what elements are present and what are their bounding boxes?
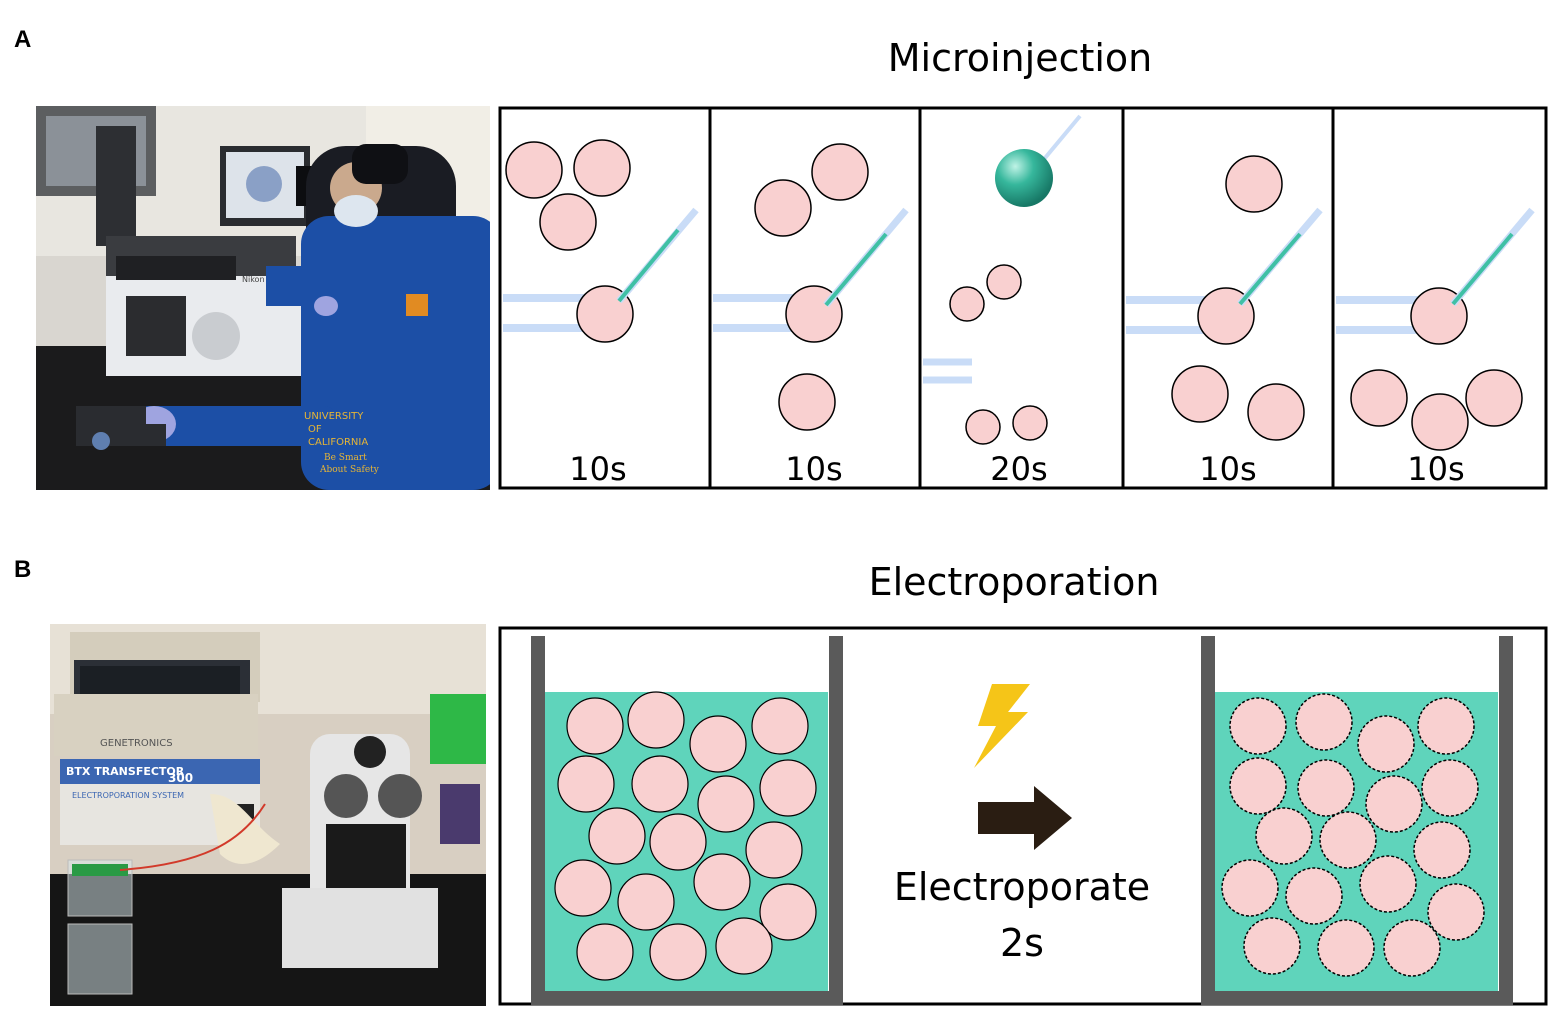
cuvette-after: [1201, 636, 1513, 1005]
cell: [759, 759, 817, 817]
cell: [554, 859, 612, 917]
electroporation-diagram: Electroporate 2s: [498, 626, 1548, 1006]
right-arrow-icon: [978, 786, 1072, 850]
needle-tip: [1238, 232, 1302, 306]
permeabilized-cell: [1365, 775, 1423, 833]
electroporation-photo: GENETRONICS BTX TRANSFECTOR 300 ELECTROP…: [50, 624, 486, 1006]
needle-tip: [617, 228, 680, 303]
needle-tip: [1451, 232, 1514, 306]
permeabilized-cell: [1357, 715, 1415, 773]
permeabilized-cell: [1285, 867, 1343, 925]
frame-time-label: 20s: [990, 450, 1047, 488]
cell: [649, 923, 707, 981]
panel-b-letter: B: [14, 556, 32, 583]
permeabilized-cell: [1383, 919, 1441, 977]
permeabilized-cell: [1413, 821, 1471, 879]
cell: [715, 917, 773, 975]
cell: [778, 373, 836, 431]
permeabilized-cell: [1317, 919, 1375, 977]
cell: [949, 286, 985, 322]
cell: [631, 755, 689, 813]
frame-time-label: 10s: [1199, 450, 1256, 488]
injected-bead: [995, 149, 1053, 207]
coat-text-line: CALIFORNIA: [308, 437, 368, 448]
cell: [745, 821, 803, 879]
panel-b-title: Electroporation: [868, 560, 1160, 604]
microinjection-photo: UNIVERSITY OF CALIFORNIA Be Smart About …: [36, 106, 490, 490]
cell: [693, 853, 751, 911]
cell: [627, 691, 685, 749]
cell: [689, 715, 747, 773]
cell: [697, 775, 755, 833]
needle-tip: [824, 232, 888, 307]
permeabilized-cell: [1243, 917, 1301, 975]
device-label: 300: [168, 771, 193, 785]
permeabilized-cell: [1221, 859, 1279, 917]
permeabilized-cell: [1421, 759, 1479, 817]
cell: [1247, 383, 1305, 441]
permeabilized-cell: [1297, 759, 1355, 817]
frame-time-label: 10s: [785, 450, 842, 488]
cell: [617, 873, 675, 931]
cell: [1225, 155, 1283, 213]
frame-time-label: 10s: [1407, 450, 1464, 488]
panel-a-letter: A: [14, 26, 32, 53]
permeabilized-cell: [1295, 693, 1353, 751]
microscope-brand: Nikon: [242, 275, 265, 284]
frame-3: 20s: [923, 114, 1082, 488]
permeabilized-cell: [1255, 807, 1313, 865]
cell: [1012, 405, 1048, 441]
frame-4: 10s: [1126, 155, 1323, 488]
cuvette-before: [531, 636, 843, 1005]
cell: [588, 807, 646, 865]
cell: [1350, 369, 1408, 427]
cell: [649, 813, 707, 871]
permeabilized-cell: [1427, 883, 1485, 941]
permeabilized-cell: [1319, 811, 1377, 869]
permeabilized-cell: [1359, 855, 1417, 913]
cell: [754, 179, 812, 237]
frame-5: 10s: [1336, 207, 1535, 488]
cell: [1171, 365, 1229, 423]
frame-2: 10s: [713, 143, 909, 488]
injection-needle: [1038, 114, 1082, 166]
frame-1: 10s: [503, 139, 699, 488]
coat-text-line: About Safety: [319, 465, 380, 475]
coat-text-line: Be Smart: [324, 453, 367, 463]
cell: [811, 143, 869, 201]
permeabilized-cell: [1229, 757, 1287, 815]
cell: [557, 755, 615, 813]
electroporate-label: Electroporate: [894, 865, 1150, 909]
lightning-bolt-icon: [974, 684, 1030, 768]
cell: [986, 264, 1022, 300]
cell: [759, 883, 817, 941]
duration-label: 2s: [1000, 921, 1044, 965]
cuvette-wall: [1201, 636, 1513, 1005]
cell: [566, 697, 624, 755]
cell: [1411, 393, 1469, 451]
coat-text-line: OF: [308, 424, 322, 435]
microinjection-diagram: 10s 10s 20s 10s: [498, 106, 1548, 490]
cell: [505, 141, 563, 199]
panel-a-title: Microinjection: [887, 36, 1153, 80]
device-label: BTX TRANSFECTOR: [66, 765, 185, 778]
frame-time-label: 10s: [569, 450, 626, 488]
cell: [576, 923, 634, 981]
cell: [573, 139, 631, 197]
cell: [1465, 369, 1523, 427]
permeabilized-cell: [1417, 697, 1475, 755]
device-label: ELECTROPORATION SYSTEM: [72, 791, 184, 800]
cuvette-wall: [531, 636, 843, 1005]
coat-text-line: UNIVERSITY: [304, 411, 364, 422]
cell: [965, 409, 1001, 445]
device-label: GENETRONICS: [100, 738, 173, 749]
cell: [751, 697, 809, 755]
cell: [539, 193, 597, 251]
permeabilized-cell: [1229, 697, 1287, 755]
